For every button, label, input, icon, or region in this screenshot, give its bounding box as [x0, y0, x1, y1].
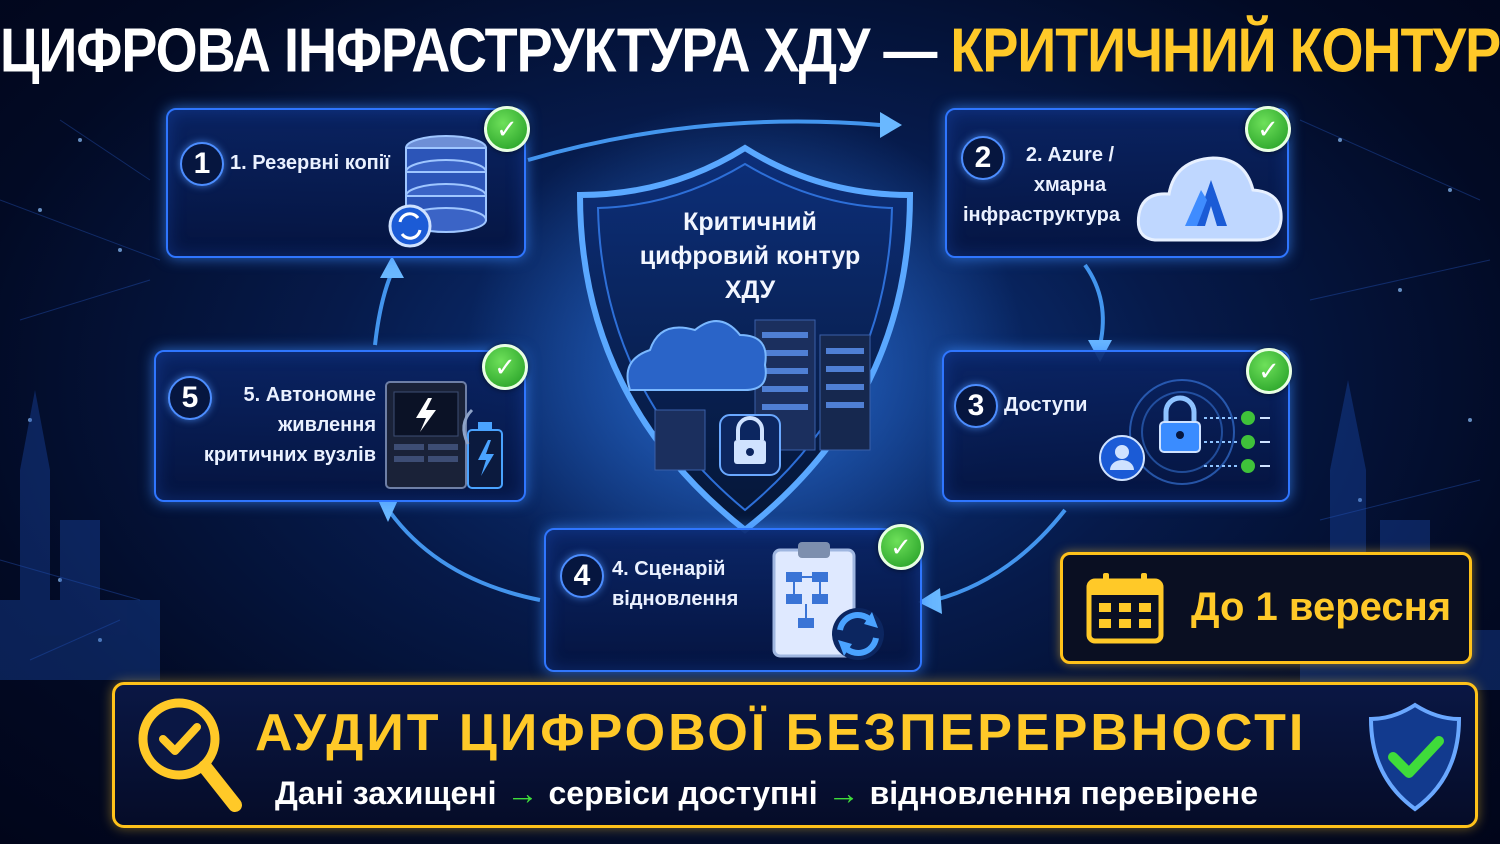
title-part-2: КРИТИЧНИЙ КОНТУР — [950, 16, 1500, 86]
title-part-1: ЦИФРОВА ІНФРАСТРУКТУРА ХДУ — — [0, 16, 951, 86]
step-label-line: хмарна — [1033, 174, 1107, 196]
step-number-badge: 1 — [180, 142, 224, 186]
center-line-2: цифровий контур — [639, 242, 861, 270]
flow-step: Дані захищені — [275, 775, 497, 811]
step-number-badge: 5 — [168, 376, 212, 420]
audit-flow: Дані захищені→сервіси доступні→відновлен… — [275, 775, 1258, 812]
arrow-right-icon: → — [506, 775, 539, 811]
flow-step: сервіси доступні — [548, 775, 818, 811]
power-battery-icon — [385, 381, 503, 489]
center-label: Критичний цифровий контур ХДУ — [600, 205, 900, 307]
step-label-line: інфраструктура — [963, 204, 1120, 226]
step-label: 5. Автономне живлення критичних вузлів — [186, 380, 376, 470]
step-label-line: 1. Резервні копії — [230, 152, 390, 174]
step-label-line: Доступи — [1004, 394, 1088, 416]
check-icon: ✓ — [1245, 106, 1291, 152]
check-icon: ✓ — [484, 106, 530, 152]
step-label-line: живлення — [278, 414, 376, 436]
step-label-line: 5. Автономне — [243, 384, 377, 406]
access-lock-user-icon — [1099, 379, 1270, 485]
arrow-right-icon: → — [827, 775, 860, 811]
step-card-recovery[interactable]: 4 4. Сценарій відновлення — [544, 528, 922, 672]
check-icon: ✓ — [1246, 348, 1292, 394]
audit-banner: АУДИТ ЦИФРОВОЇ БЕЗПЕРЕРВНОСТІ Дані захищ… — [112, 682, 1478, 828]
step-label-line: відновлення — [612, 588, 739, 610]
page-title: ЦИФРОВА ІНФРАСТРУКТУРА ХДУ — КРИТИЧНИЙ К… — [0, 15, 1500, 86]
step-card-power[interactable]: 5 5. Автономне живлення критичних вузлів — [154, 350, 526, 502]
magnifier-check-icon — [138, 698, 242, 812]
audit-title: АУДИТ ЦИФРОВОЇ БЕЗПЕРЕРВНОСТІ — [255, 704, 1307, 762]
step-label-line: критичних вузлів — [203, 444, 376, 466]
step-label-line: 2. Azure / — [1025, 144, 1115, 166]
azure-cloud-icon — [1136, 156, 1283, 242]
center-shield-icon — [576, 144, 914, 534]
check-icon: ✓ — [878, 524, 924, 570]
deadline-box: До 1 вересня — [1060, 552, 1472, 664]
step-number-badge: 3 — [954, 384, 998, 428]
step-label: Доступи — [1004, 390, 1087, 420]
center-line-1: Критичний — [683, 208, 817, 236]
step-card-backups[interactable]: 1 1. Резервні копії — [166, 108, 526, 258]
recovery-clipboard-icon — [772, 542, 884, 660]
step-card-azure[interactable]: 2 2. Azure / хмарна інфраструктура — [945, 108, 1289, 258]
step-label: 1. Резервні копії — [230, 148, 390, 178]
shield-check-icon — [1368, 702, 1462, 812]
check-icon: ✓ — [482, 344, 528, 390]
step-number-badge: 4 — [560, 554, 604, 598]
step-label: 4. Сценарій відновлення — [612, 554, 738, 614]
calendar-icon — [1086, 573, 1164, 644]
flow-step: відновлення перевірене — [869, 775, 1258, 811]
deadline-text: До 1 вересня — [1191, 585, 1452, 629]
step-label: 2. Azure / хмарна — [963, 140, 1133, 200]
step-label-line: 4. Сценарій — [612, 558, 726, 580]
step-card-access[interactable]: 3 Доступи — [942, 350, 1290, 502]
step-number-badge: 2 — [961, 136, 1005, 180]
center-line-3: ХДУ — [724, 276, 776, 304]
database-sync-icon — [388, 135, 487, 248]
step-label-extra: інфраструктура — [963, 200, 1120, 230]
